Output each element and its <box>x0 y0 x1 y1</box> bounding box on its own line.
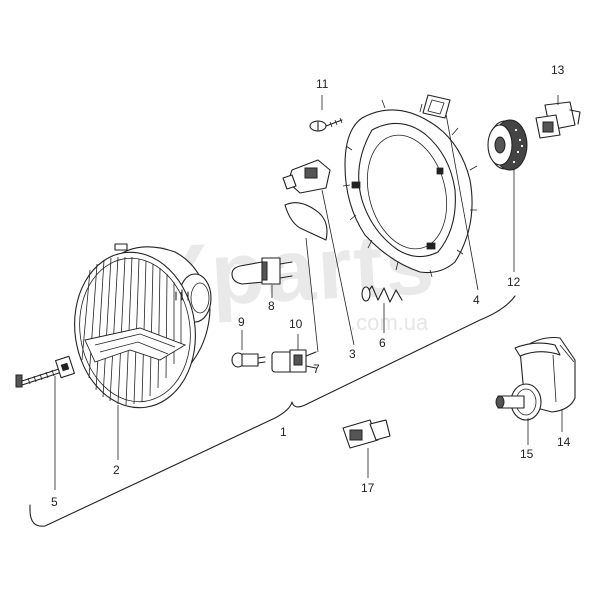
callout-9: 9 <box>238 315 245 329</box>
callout-8: 8 <box>268 299 275 313</box>
connector-17 <box>342 419 391 449</box>
retaining-clip <box>422 94 451 119</box>
callout-6: 6 <box>379 336 386 350</box>
callout-5: 5 <box>51 495 58 509</box>
mounting-ring <box>342 99 478 278</box>
rubber-cap <box>487 119 528 171</box>
callout-11: 11 <box>316 77 329 91</box>
callout-4: 4 <box>473 293 480 307</box>
callout-1: 1 <box>280 425 287 439</box>
bulb-holder-7 <box>282 159 331 241</box>
spring-6 <box>361 285 403 303</box>
callout-3: 3 <box>349 347 356 361</box>
callout-14: 14 <box>557 435 571 449</box>
bulb-socket-10 <box>271 349 317 373</box>
connector-13 <box>535 101 581 139</box>
callout-13: 13 <box>551 63 565 77</box>
callout-10: 10 <box>289 317 303 331</box>
leader-4 <box>445 113 479 291</box>
callout-2: 2 <box>113 463 120 477</box>
watermark-domain: .com.ua <box>350 310 429 335</box>
callout-7: 7 <box>313 362 320 376</box>
callout-15: 15 <box>520 447 534 461</box>
callout-17: 17 <box>361 481 375 495</box>
adjuster-knob-15 <box>495 383 542 421</box>
adjusting-screw <box>15 355 75 388</box>
bulb-8 <box>231 257 293 285</box>
callout-labels: 11 13 12 4 3 7 8 6 9 10 1 2 5 15 14 17 <box>51 63 571 509</box>
callout-12: 12 <box>507 275 521 289</box>
bulb-9 <box>231 352 266 368</box>
headlamp-insert <box>74 243 212 409</box>
leader-3 <box>321 189 355 346</box>
leader-7 <box>305 237 319 353</box>
screw-11 <box>309 117 343 132</box>
assembly-bracket <box>29 295 516 527</box>
leader-lines <box>54 95 563 490</box>
